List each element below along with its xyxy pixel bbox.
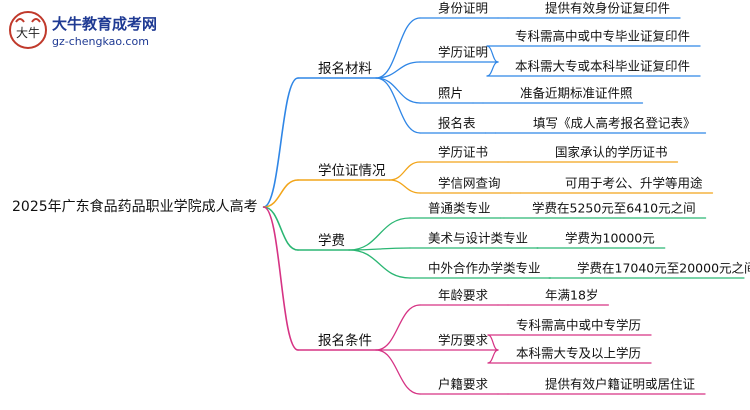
- branch-to-topic-edge: [375, 77, 421, 134]
- leaf-node: 准备近期标准证件照: [520, 86, 633, 101]
- topic-node: 中外合作办学类专业: [428, 261, 541, 276]
- branch-to-topic-edge: [375, 77, 421, 104]
- logo-mark-text: 大牛: [16, 25, 40, 40]
- branch-node: 学位证情况: [318, 163, 386, 179]
- leaf-node: 填写《成人高考报名登记表》: [533, 116, 696, 131]
- leaf-node: 国家承认的学历证书: [555, 145, 668, 160]
- topic-to-leaf-edge: [487, 349, 499, 364]
- branch-to-topic-edge: [375, 349, 421, 395]
- branch-to-topic-edge: [375, 17, 421, 79]
- branch-to-topic-edge: [388, 179, 421, 194]
- topic-to-leaf-edge: [486, 45, 499, 63]
- root-to-branch-edge: [262, 179, 299, 208]
- mind-map-labels: 2025年广东食品药品职业学院成人高考 报名材料 身份证明 提供有效身份证复印件学历证…: [12, 1, 750, 392]
- leaf-node: 提供有效身份证复印件: [545, 1, 670, 16]
- topic-to-leaf-edge: [486, 61, 499, 77]
- branch-node: 学费: [318, 233, 345, 249]
- topic-node: 年龄要求: [438, 288, 489, 303]
- branch-to-topic-edge: [375, 304, 421, 351]
- root-to-branch-edge: [262, 206, 299, 351]
- leaf-node: 专科需高中或中专学历: [516, 318, 641, 333]
- logo-title: 大牛教育成考网: [52, 15, 158, 33]
- leaf-node: 专科需高中或中专毕业证复印件: [515, 29, 690, 44]
- root-to-branch-edge: [262, 77, 299, 208]
- branch-to-topic-edge: [348, 249, 411, 279]
- topic-node: 学历证书: [438, 145, 488, 160]
- topic-to-leaf-edge: [487, 334, 499, 351]
- topic-node: 美术与设计类专业: [428, 231, 528, 246]
- logo-url: gz-chengkao.com: [52, 35, 149, 48]
- topic-node: 学历要求: [438, 333, 489, 348]
- bull-logo-icon: 大牛: [9, 11, 47, 49]
- leaf-node: 本科需大专及以上学历: [516, 346, 641, 361]
- topic-node: 普通类专业: [428, 201, 491, 216]
- leaf-node: 学费在17040元至20000元之间: [577, 261, 750, 276]
- leaf-node: 提供有效户籍证明或居住证: [545, 377, 696, 392]
- root-to-branch-edge: [262, 206, 299, 251]
- branch-to-topic-edge: [348, 217, 411, 251]
- topic-node: 照片: [438, 86, 463, 101]
- leaf-node: 可用于考公、升学等用途: [565, 176, 703, 191]
- branch-to-topic-edge: [388, 161, 421, 181]
- branch-to-topic-edge: [375, 61, 421, 79]
- site-logo: 大牛 大牛教育成考网 gz-chengkao.com: [6, 6, 206, 54]
- topic-node: 户籍要求: [438, 377, 489, 392]
- topic-node: 身份证明: [438, 1, 488, 16]
- topic-node: 学历证明: [438, 45, 488, 60]
- leaf-node: 学费为10000元: [565, 231, 655, 246]
- topic-node: 学信网查询: [438, 176, 501, 191]
- leaf-node: 学费在5250元至6410元之间: [532, 201, 696, 216]
- root-node: 2025年广东食品药品职业学院成人高考: [12, 198, 258, 215]
- topic-node: 报名表: [438, 116, 476, 131]
- leaf-node: 年满18岁: [545, 288, 598, 303]
- branch-node: 报名条件: [318, 332, 372, 349]
- branch-node: 报名材料: [318, 61, 372, 77]
- mind-map-edges: [262, 17, 745, 395]
- leaf-node: 本科需大专或本科毕业证复印件: [515, 59, 690, 74]
